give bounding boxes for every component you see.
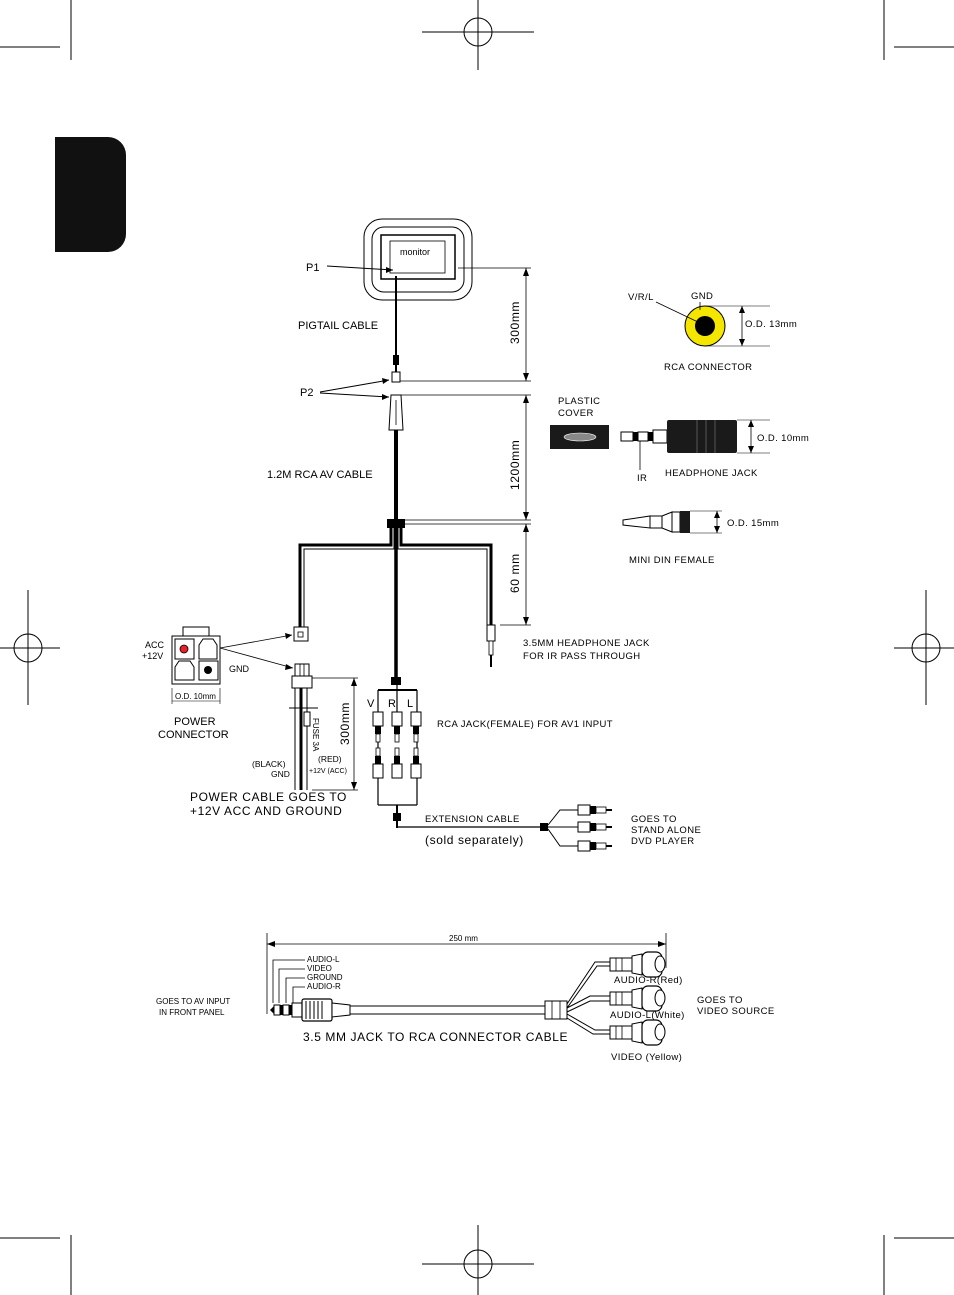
mini-din-detail bbox=[622, 510, 722, 534]
headphone-jack-title: HEADPHONE JACK bbox=[665, 468, 758, 479]
headphone-jack-detail bbox=[550, 419, 770, 470]
extension-sold: (sold separately) bbox=[425, 833, 524, 847]
plastic-label: PLASTIC bbox=[558, 396, 600, 407]
black-label: (BLACK) bbox=[252, 759, 286, 769]
rca-jack-title: RCA JACK(FEMALE) FOR AV1 INPUT bbox=[437, 719, 613, 730]
ir-label: IR bbox=[637, 473, 647, 484]
headphone-od-label: O.D. 10mm bbox=[757, 433, 809, 444]
extension-cable bbox=[396, 804, 612, 852]
rca-plugs bbox=[372, 711, 422, 779]
power-plug-upper bbox=[293, 626, 309, 642]
goes-av1: GOES TO AV INPUT bbox=[156, 997, 230, 1006]
rca-v-label: V bbox=[367, 698, 375, 710]
power-gnd-label: GND bbox=[271, 769, 290, 779]
ir-jack-line1: 3.5MM HEADPHONE JACK bbox=[523, 638, 650, 649]
dim-250-label: 250 mm bbox=[449, 934, 478, 943]
dim-300b-label: 300mm bbox=[338, 702, 352, 745]
monitor-label: monitor bbox=[400, 247, 430, 257]
jack-cable-title: 3.5 MM JACK TO RCA CONNECTOR CABLE bbox=[303, 1030, 568, 1044]
power-plug-lower bbox=[291, 663, 313, 689]
out-v-label: VIDEO (Yellow) bbox=[611, 1052, 682, 1063]
out-r-label: AUDIO-R(Red) bbox=[614, 975, 683, 986]
mini-din-title: MINI DIN FEMALE bbox=[629, 555, 715, 566]
pigtail-label: PIGTAIL CABLE bbox=[298, 320, 378, 332]
jack-video: VIDEO bbox=[307, 964, 332, 973]
rca-harness bbox=[377, 677, 418, 821]
power-connector-title1: POWER bbox=[174, 716, 216, 728]
fuse-label: FUSE 3A bbox=[311, 718, 320, 752]
goes-src1: GOES TO bbox=[697, 995, 743, 1006]
extension-goes1: GOES TO bbox=[631, 814, 677, 825]
plus12-label: +12V bbox=[142, 651, 163, 661]
dim-300 bbox=[400, 267, 531, 382]
rca-connector-title: RCA CONNECTOR bbox=[664, 362, 752, 373]
extension-goes3: DVD PLAYER bbox=[631, 836, 694, 847]
ir-headphone-jack bbox=[486, 624, 496, 667]
extension-goes2: STAND ALONE bbox=[631, 825, 701, 836]
power-cable-line2: +12V ACC AND GROUND bbox=[190, 804, 342, 818]
power-leads bbox=[289, 688, 318, 790]
rca-od-label: O.D. 13mm bbox=[745, 319, 797, 330]
dim-60-label: 60 mm bbox=[508, 553, 522, 593]
ir-jack-line2: FOR IR PASS THROUGH bbox=[523, 651, 641, 662]
cable-branches bbox=[298, 528, 493, 678]
rca-av-cable-label: 1.2M RCA AV CABLE bbox=[267, 469, 373, 481]
jack-audio-l: AUDIO-L bbox=[307, 955, 340, 964]
acc-label: ACC bbox=[145, 640, 165, 650]
goes-src2: VIDEO SOURCE bbox=[697, 1006, 775, 1017]
gnd-label: GND bbox=[229, 664, 250, 674]
rca-r-label: R bbox=[388, 698, 396, 710]
rca-vrl-label: V/R/L bbox=[628, 292, 654, 303]
power-connector-face bbox=[171, 626, 221, 685]
dim-1200-label: 1200mm bbox=[508, 440, 522, 490]
rca-l-label: L bbox=[407, 698, 413, 710]
dim-300-label: 300mm bbox=[508, 301, 522, 344]
mini-din-od-label: O.D. 15mm bbox=[727, 518, 779, 529]
out-l-label: AUDIO-L(White) bbox=[610, 1010, 685, 1021]
power-od-label: O.D. 10mm bbox=[175, 692, 216, 701]
rca-connector-detail bbox=[655, 301, 770, 347]
rca-female-ends bbox=[609, 951, 666, 1046]
p1-label: P1 bbox=[306, 262, 319, 274]
side-tab bbox=[55, 137, 126, 252]
jack-ground: GROUND bbox=[307, 973, 343, 982]
power-cable-line1: POWER CABLE GOES TO bbox=[190, 790, 347, 804]
red-label: (RED) bbox=[318, 754, 342, 764]
jack-rca-cable bbox=[266, 933, 667, 1035]
cable-split bbox=[387, 519, 405, 528]
power-acc-label: +12V (ACC) bbox=[309, 768, 347, 775]
goes-av2: IN FRONT PANEL bbox=[159, 1008, 225, 1017]
rca-gnd-label: GND bbox=[691, 291, 713, 302]
monitor bbox=[363, 218, 473, 301]
p2-label: P2 bbox=[300, 387, 313, 399]
extension-title: EXTENSION CABLE bbox=[425, 814, 520, 825]
cover-label: COVER bbox=[558, 408, 594, 419]
power-connector-title2: CONNECTOR bbox=[158, 729, 229, 741]
jack-audio-r: AUDIO-R bbox=[307, 982, 341, 991]
